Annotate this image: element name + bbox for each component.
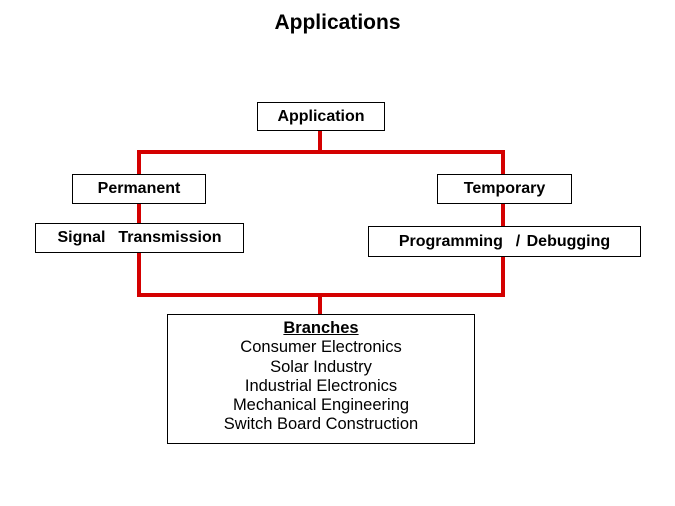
branches-box: Branches Consumer Electronics Solar Indu…: [167, 314, 475, 444]
branch-item: Consumer Electronics: [240, 338, 402, 357]
branch-item: Industrial Electronics: [244, 376, 398, 395]
branches-heading: Branches: [283, 319, 359, 337]
node-temporary: Temporary: [437, 174, 572, 204]
node-programming-debugging: Programming / Debugging: [368, 226, 641, 257]
node-permanent-label: Permanent: [97, 180, 181, 197]
node-permanent: Permanent: [72, 174, 206, 204]
node-application: Application: [257, 102, 385, 131]
node-programming-debugging-label: Programming / Debugging: [398, 232, 611, 250]
page-title: Applications: [274, 11, 401, 34]
node-application-label: Application: [277, 107, 365, 125]
branch-item: Switch Board Construction: [223, 415, 419, 434]
node-temporary-label: Temporary: [463, 180, 546, 197]
branch-item: Mechanical Engineering: [232, 396, 410, 415]
node-signal-transmission-label: Signal Transmission: [57, 229, 222, 246]
branch-item: Solar Industry: [270, 357, 372, 376]
node-signal-transmission: Signal Transmission: [35, 223, 244, 253]
